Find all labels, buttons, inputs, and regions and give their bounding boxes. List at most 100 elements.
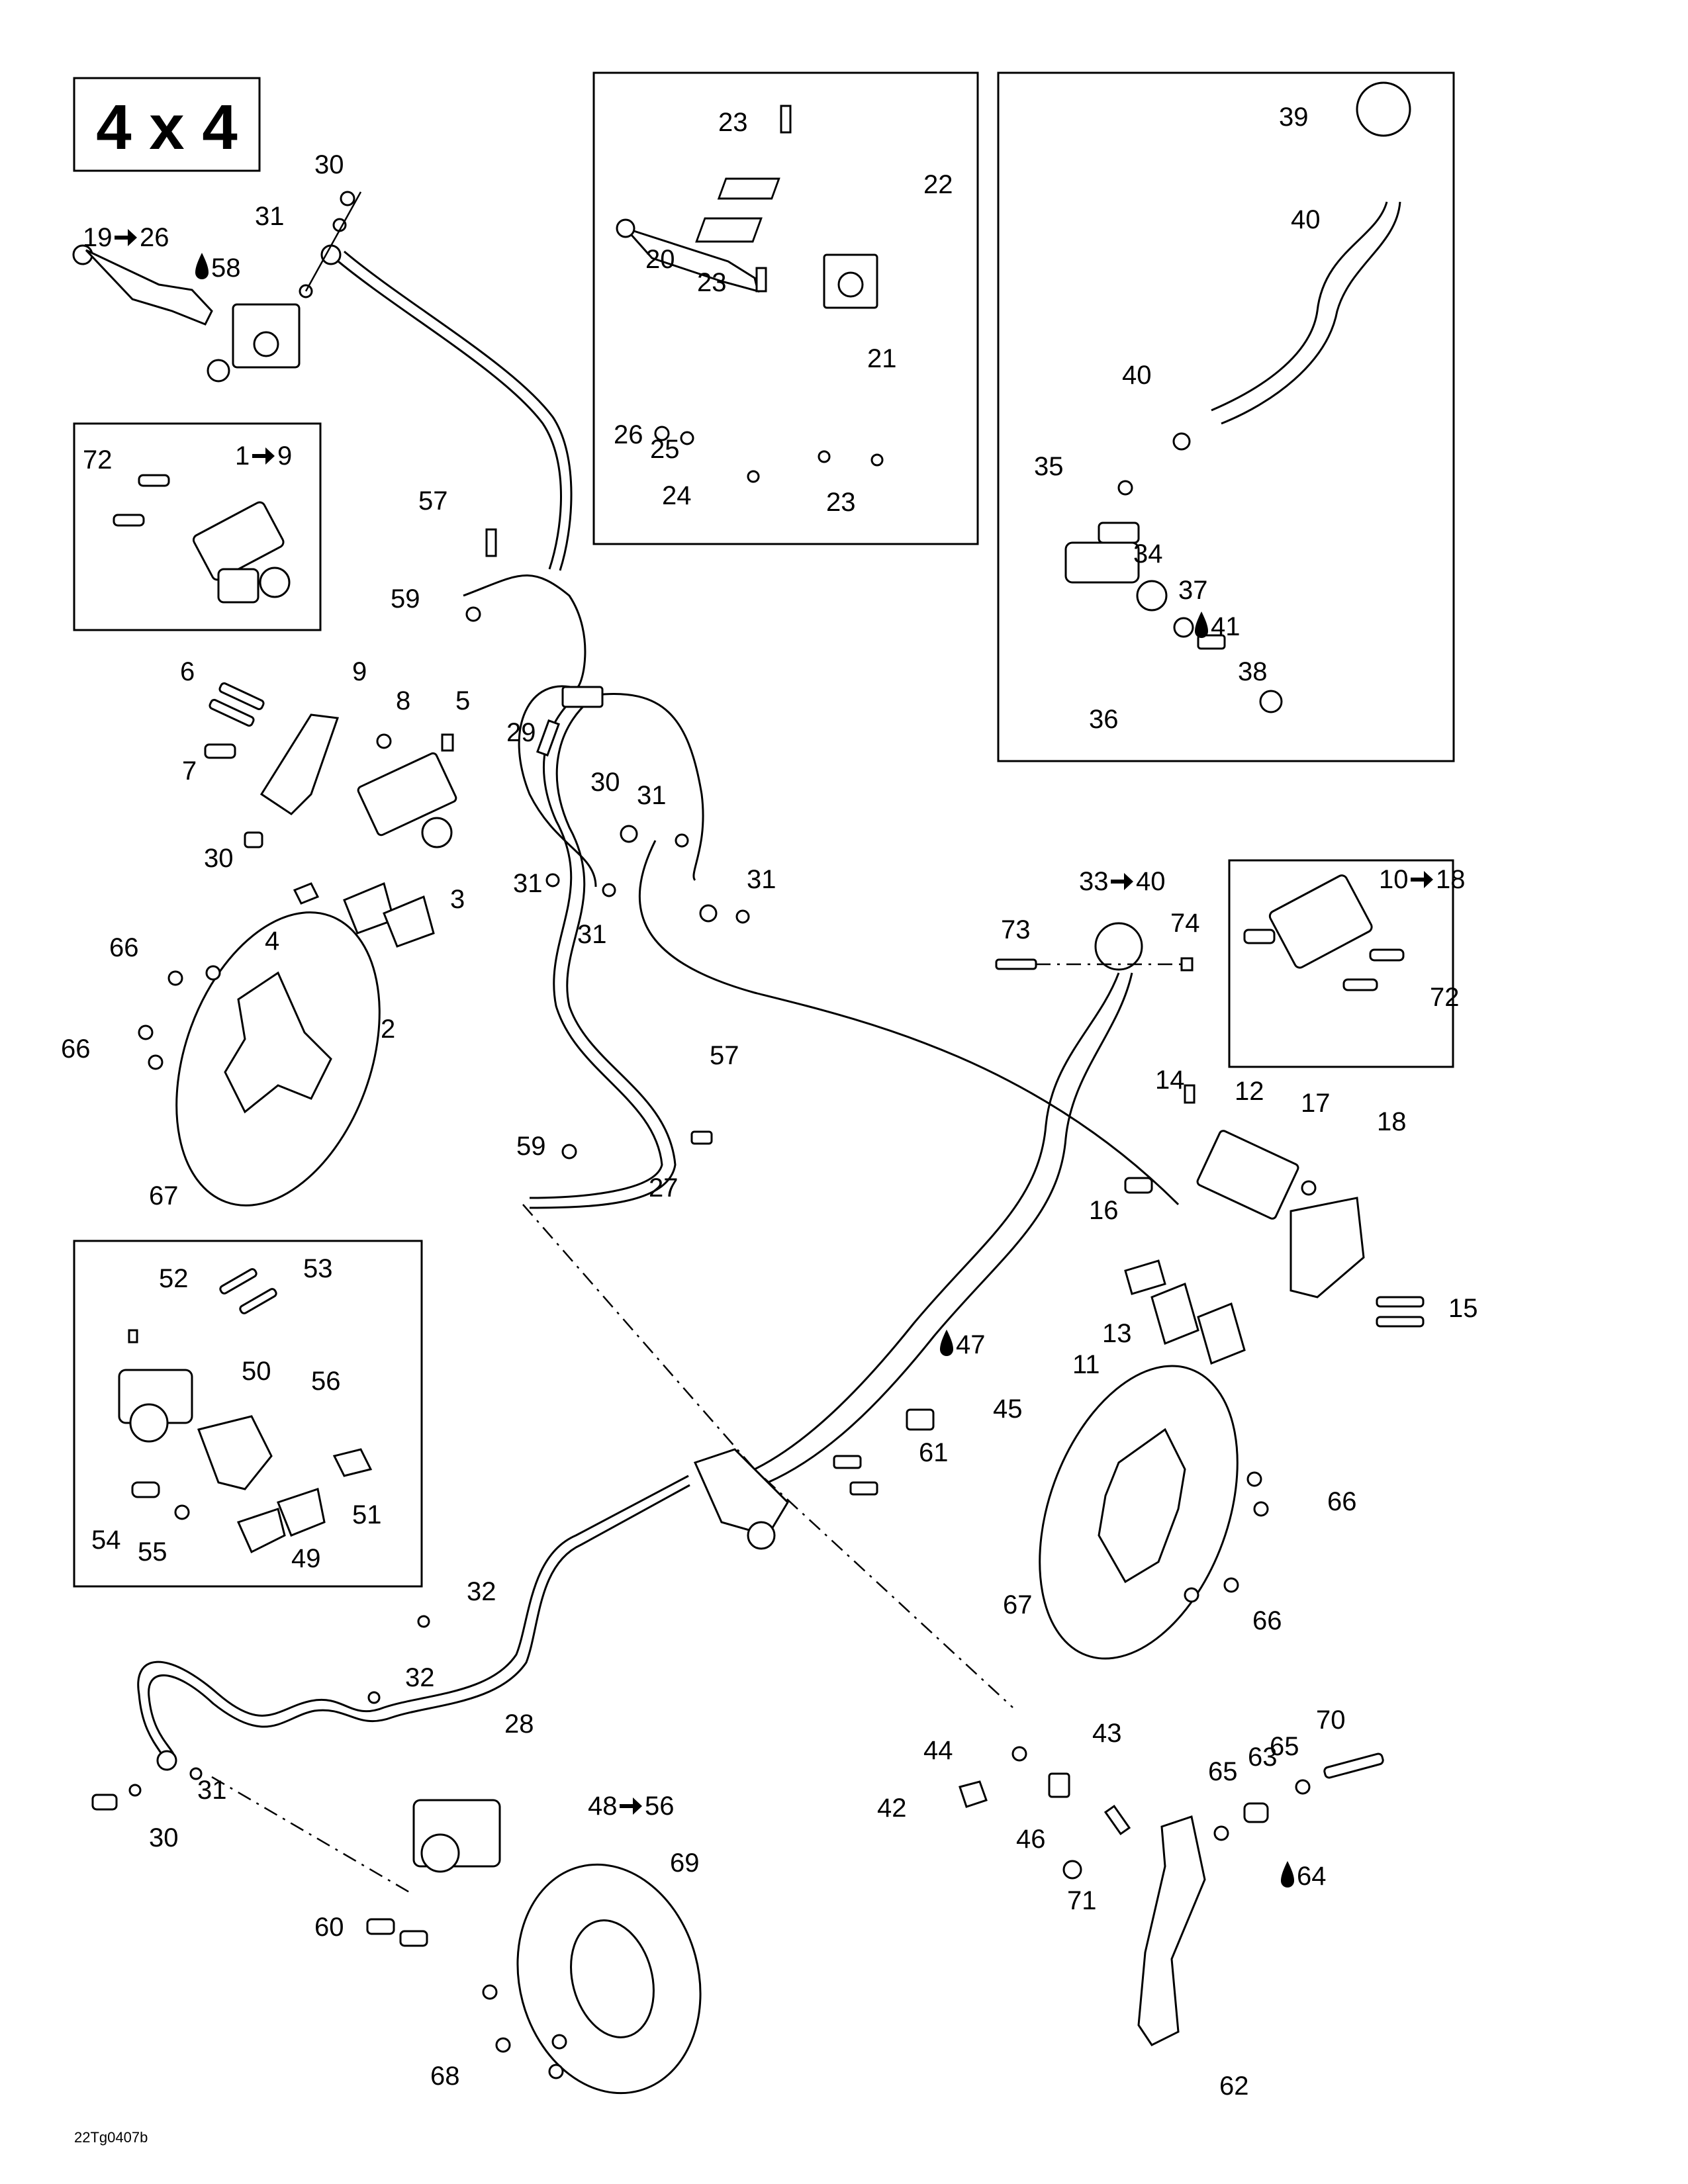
callout-46: 46 bbox=[1016, 1825, 1046, 1854]
callout-66: 66 bbox=[61, 1034, 91, 1064]
callout-number: 65 bbox=[1208, 1757, 1238, 1786]
callout-52: 52 bbox=[159, 1264, 189, 1293]
callout-25: 25 bbox=[650, 435, 680, 464]
inset-front-left-caliper-assembly bbox=[73, 422, 322, 631]
callout-range-end: 18 bbox=[1436, 865, 1466, 894]
callout-number: 30 bbox=[149, 1823, 179, 1852]
callout-59: 59 bbox=[516, 1132, 546, 1161]
callout-57: 57 bbox=[418, 486, 448, 516]
callout-number: 26 bbox=[614, 420, 643, 449]
callout-number: 63 bbox=[1248, 1743, 1278, 1772]
callout-71: 71 bbox=[1067, 1886, 1097, 1915]
callout-number: 31 bbox=[747, 865, 776, 894]
callout-number: 23 bbox=[718, 108, 748, 137]
callout-number: 36 bbox=[1089, 705, 1119, 734]
callout-number: 32 bbox=[467, 1577, 496, 1606]
callout-40: 40 bbox=[1122, 361, 1152, 390]
callout-number: 73 bbox=[1001, 915, 1031, 944]
callout-74: 74 bbox=[1170, 909, 1200, 938]
callout-number: 27 bbox=[649, 1173, 679, 1203]
callout-67: 67 bbox=[149, 1181, 179, 1210]
callout-number: 66 bbox=[1327, 1487, 1357, 1516]
callout-41: 41 bbox=[1195, 612, 1241, 641]
callout-number: 6 bbox=[180, 657, 195, 686]
callout-number: 60 bbox=[314, 1913, 344, 1942]
callout-31: 31 bbox=[255, 202, 285, 231]
inset-rear-master-cylinder bbox=[997, 71, 1455, 762]
callout-56: 56 bbox=[311, 1367, 341, 1396]
callout-49: 49 bbox=[291, 1544, 321, 1573]
inset-rear-caliper-exploded bbox=[73, 1240, 423, 1588]
callout-30: 30 bbox=[204, 844, 234, 873]
callout-18: 18 bbox=[1377, 1107, 1407, 1136]
callout-63: 63 bbox=[1248, 1743, 1278, 1772]
callout-number: 65 bbox=[1270, 1732, 1299, 1761]
front-right-brake-disc bbox=[1039, 1365, 1269, 1660]
callout-number: 19 bbox=[83, 223, 113, 252]
drawing-code: 22Tg0407b bbox=[74, 2129, 148, 2146]
callout-28: 28 bbox=[504, 1709, 534, 1739]
callout-65: 65 bbox=[1270, 1732, 1299, 1761]
callout-3: 3 bbox=[450, 885, 465, 914]
callout-number: 35 bbox=[1034, 452, 1064, 481]
callout-9: 9 bbox=[352, 657, 367, 686]
front-right-caliper-exploded bbox=[1124, 1084, 1425, 1365]
callout-number: 55 bbox=[138, 1537, 167, 1567]
callout-number: 66 bbox=[1252, 1606, 1282, 1635]
fluid-drop-icon bbox=[1195, 612, 1208, 638]
callout-2: 2 bbox=[381, 1015, 395, 1044]
callout-number: 1 bbox=[235, 441, 250, 471]
callout-26: 26 bbox=[614, 420, 643, 449]
callout-number: 31 bbox=[255, 202, 285, 231]
front-brake-lever bbox=[72, 244, 301, 383]
callout-number: 15 bbox=[1448, 1294, 1478, 1323]
rear-caliper-assembly bbox=[211, 1776, 501, 1947]
range-arrow-icon bbox=[115, 229, 137, 246]
brake-hoses-central bbox=[463, 528, 1180, 1209]
callout-67: 67 bbox=[1003, 1590, 1033, 1619]
callout-5: 5 bbox=[455, 686, 470, 715]
front-master-cylinder-hose bbox=[299, 191, 573, 571]
callout-12: 12 bbox=[1235, 1077, 1264, 1106]
rear-reservoir-hose bbox=[754, 922, 1194, 1484]
callout-number: 64 bbox=[1297, 1862, 1327, 1891]
callout-number: 40 bbox=[1291, 205, 1321, 234]
callout-21: 21 bbox=[867, 344, 897, 373]
callout-36: 36 bbox=[1089, 705, 1119, 734]
callout-number: 18 bbox=[1377, 1107, 1407, 1136]
callout-number: 31 bbox=[577, 920, 607, 949]
callout-number: 14 bbox=[1155, 1066, 1185, 1095]
fluid-drop-icon bbox=[1281, 1861, 1294, 1888]
rear-brake-hose bbox=[91, 1475, 690, 1811]
callout-24: 24 bbox=[662, 481, 692, 510]
callout-30: 30 bbox=[314, 150, 344, 179]
callout-number: 2 bbox=[381, 1015, 395, 1044]
callout-37: 37 bbox=[1178, 576, 1208, 605]
callout-number: 67 bbox=[149, 1181, 179, 1210]
callout-number: 71 bbox=[1067, 1886, 1097, 1915]
callout-number: 57 bbox=[710, 1041, 739, 1070]
callout-number: 66 bbox=[61, 1034, 91, 1064]
callout-number: 48 bbox=[588, 1792, 618, 1821]
callout-20: 20 bbox=[645, 245, 675, 274]
callout-35: 35 bbox=[1034, 452, 1064, 481]
rear-master-cylinder-body bbox=[522, 1204, 1013, 1708]
callout-number: 70 bbox=[1316, 1706, 1346, 1735]
rear-brake-disc bbox=[482, 1863, 702, 2095]
rear-caliper-exploded-parts bbox=[118, 1268, 373, 1554]
callout-number: 16 bbox=[1089, 1196, 1119, 1225]
callout-53: 53 bbox=[303, 1254, 333, 1283]
callout-66: 66 bbox=[1252, 1606, 1282, 1635]
callout-70: 70 bbox=[1316, 1706, 1346, 1735]
callout-number: 50 bbox=[242, 1357, 271, 1386]
range-arrow-icon bbox=[252, 447, 275, 465]
callout-number: 30 bbox=[590, 768, 620, 797]
callout-30: 30 bbox=[590, 768, 620, 797]
callout-16: 16 bbox=[1089, 1196, 1119, 1225]
fluid-drop-icon bbox=[940, 1330, 953, 1356]
callout-number: 23 bbox=[697, 268, 727, 297]
callout-number: 34 bbox=[1133, 539, 1163, 569]
